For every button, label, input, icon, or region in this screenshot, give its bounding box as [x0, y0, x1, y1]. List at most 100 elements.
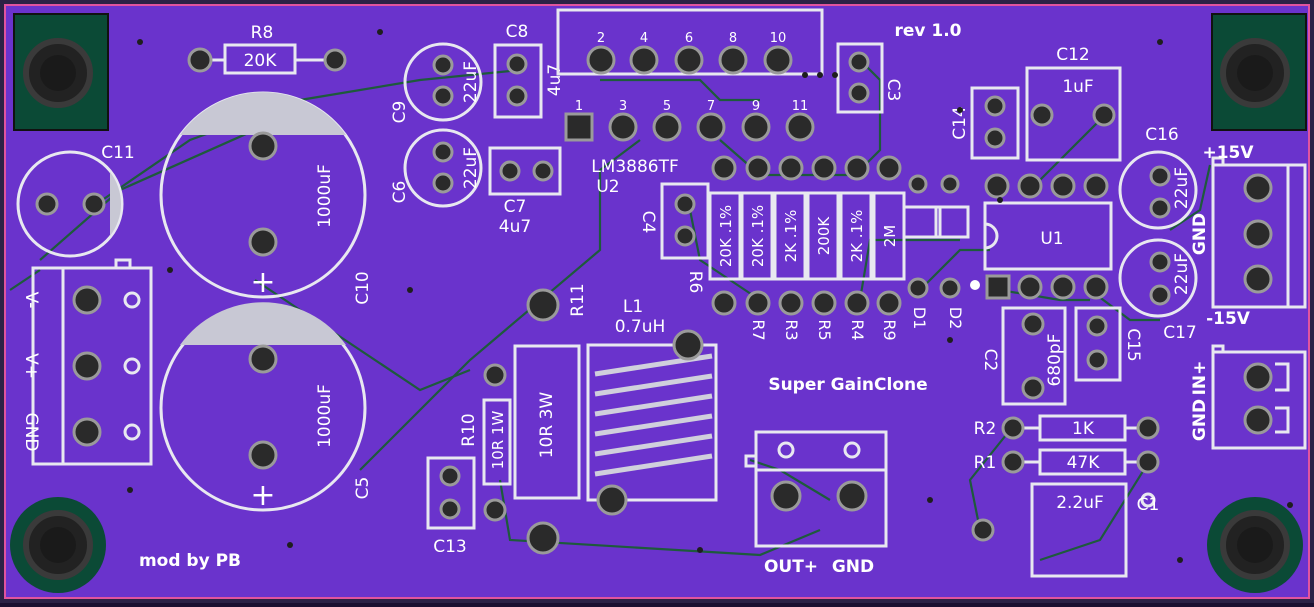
c5-value: 1000uF: [315, 384, 335, 448]
gnd-left-label: GND: [21, 413, 41, 452]
ic-part-label: LM3886TF: [591, 157, 679, 177]
c3-capacitor: [836, 42, 884, 114]
c13-capacitor: [426, 456, 476, 530]
c4-label: C4: [638, 211, 658, 234]
vplus-label: V+: [21, 353, 41, 379]
board-title: Super GainClone: [768, 375, 927, 395]
mounting-holes: [10, 13, 1307, 593]
r10-value: 10R 1W: [489, 411, 507, 470]
gnd-out-label: GND: [832, 557, 874, 577]
c9-value: 22uF: [461, 61, 481, 103]
c2-value: 680pF: [1045, 333, 1065, 386]
pin-8: 8: [729, 31, 737, 46]
minus15-label: -15V: [1206, 309, 1251, 329]
c10-value: 1000uF: [315, 164, 335, 228]
gnd-right-label: GND: [1190, 213, 1210, 255]
c10-capacitor: +: [159, 91, 367, 300]
r2-label: R2: [974, 419, 997, 439]
c11-capacitor: [16, 150, 124, 258]
l1-value: 0.7uH: [615, 317, 666, 337]
revision-label: rev 1.0: [894, 21, 961, 41]
c10-label: C10: [353, 271, 373, 305]
c6-capacitor: [403, 128, 483, 208]
r11-resistor: [526, 288, 560, 322]
c10-plus-icon: +: [250, 265, 275, 300]
c13-label: C13: [433, 537, 467, 557]
r8-resistor: [187, 43, 347, 75]
pin-7: 7: [707, 99, 715, 114]
c15-capacitor: [1074, 306, 1122, 382]
u1-label: U1: [1040, 229, 1063, 249]
c2-capacitor: [1001, 306, 1067, 406]
diodes-d1-d2: [902, 174, 980, 299]
c15-label: C15: [1123, 328, 1143, 362]
r8-label: R8: [251, 23, 274, 43]
c5-label: C5: [353, 477, 373, 500]
r10-label: R10: [459, 413, 479, 446]
r1-label: R1: [974, 453, 997, 473]
power-terminal-left: [31, 258, 153, 466]
pin-3: 3: [619, 99, 627, 114]
lm3886-pin-numbers: 1 2 3 4 5 6 7 8 9 10 11: [575, 31, 808, 114]
pin-11: 11: [792, 99, 809, 114]
l1-label: L1: [623, 297, 643, 317]
r6-label: R6: [685, 271, 705, 294]
c16-capacitor: [1118, 150, 1198, 230]
pin-6: 6: [685, 31, 693, 46]
outplus-label: OUT+: [764, 557, 818, 577]
gnd-in-label: GND: [1190, 399, 1210, 441]
c14-label: C14: [950, 106, 970, 140]
d1-label: D1: [910, 307, 929, 330]
c14-capacitor: [970, 86, 1020, 160]
c17-value: 22uF: [1172, 253, 1192, 295]
power-terminal-right: [1211, 156, 1307, 309]
c8-value: 4u7: [545, 64, 565, 96]
c7-capacitor: [488, 146, 562, 196]
c16-value: 22uF: [1172, 167, 1192, 209]
r9-label: R9: [880, 319, 899, 340]
r3w-value: 10R 3W: [537, 392, 557, 459]
c4-capacitor: [660, 182, 710, 260]
c12-label: C12: [1056, 45, 1090, 65]
res-value-1: 20K .1%: [717, 205, 735, 267]
pin-5: 5: [663, 99, 671, 114]
c6-label: C6: [390, 181, 410, 204]
c8-capacitor: [493, 43, 543, 119]
res-value-2: 20K .1%: [749, 205, 767, 267]
pin-9: 9: [752, 99, 760, 114]
r11-label: R11: [568, 283, 588, 316]
l1-inductor: [586, 329, 718, 516]
c1-capacitor: [971, 482, 1156, 578]
c5-capacitor: +: [159, 302, 367, 513]
c17-label: C17: [1163, 323, 1197, 343]
res-value-3: 2K .1%: [782, 210, 800, 263]
u2-label: U2: [596, 177, 619, 197]
c6-value: 22uF: [461, 147, 481, 189]
c1-value: 2.2uF: [1056, 493, 1104, 513]
c9-capacitor: [403, 42, 483, 122]
c17-capacitor: [1118, 238, 1198, 318]
u1-opamp: [983, 173, 1113, 300]
pin-4: 4: [640, 31, 648, 46]
r5-label: R5: [815, 319, 834, 340]
input-terminal: [1211, 344, 1307, 450]
plus15-label: +15V: [1202, 143, 1254, 163]
pin-1: 1: [575, 99, 583, 114]
c1-label: C1: [1137, 495, 1160, 515]
inplus-label: IN+: [1190, 361, 1210, 396]
lm3886-outline: [556, 8, 824, 142]
res-value-6: 2M: [881, 225, 899, 248]
res-value-5: 2K .1%: [848, 210, 866, 263]
output-terminal: [744, 430, 888, 548]
c7-value: 4u7: [499, 217, 531, 237]
pin-2: 2: [597, 31, 605, 46]
c11-label: C11: [101, 143, 135, 163]
c9-label: C9: [390, 101, 410, 124]
c7-label: C7: [504, 197, 527, 217]
res-value-4: 200K: [815, 216, 833, 256]
c5-plus-icon: +: [250, 478, 275, 513]
c3-label: C3: [883, 79, 903, 102]
pin-10: 10: [770, 31, 787, 46]
